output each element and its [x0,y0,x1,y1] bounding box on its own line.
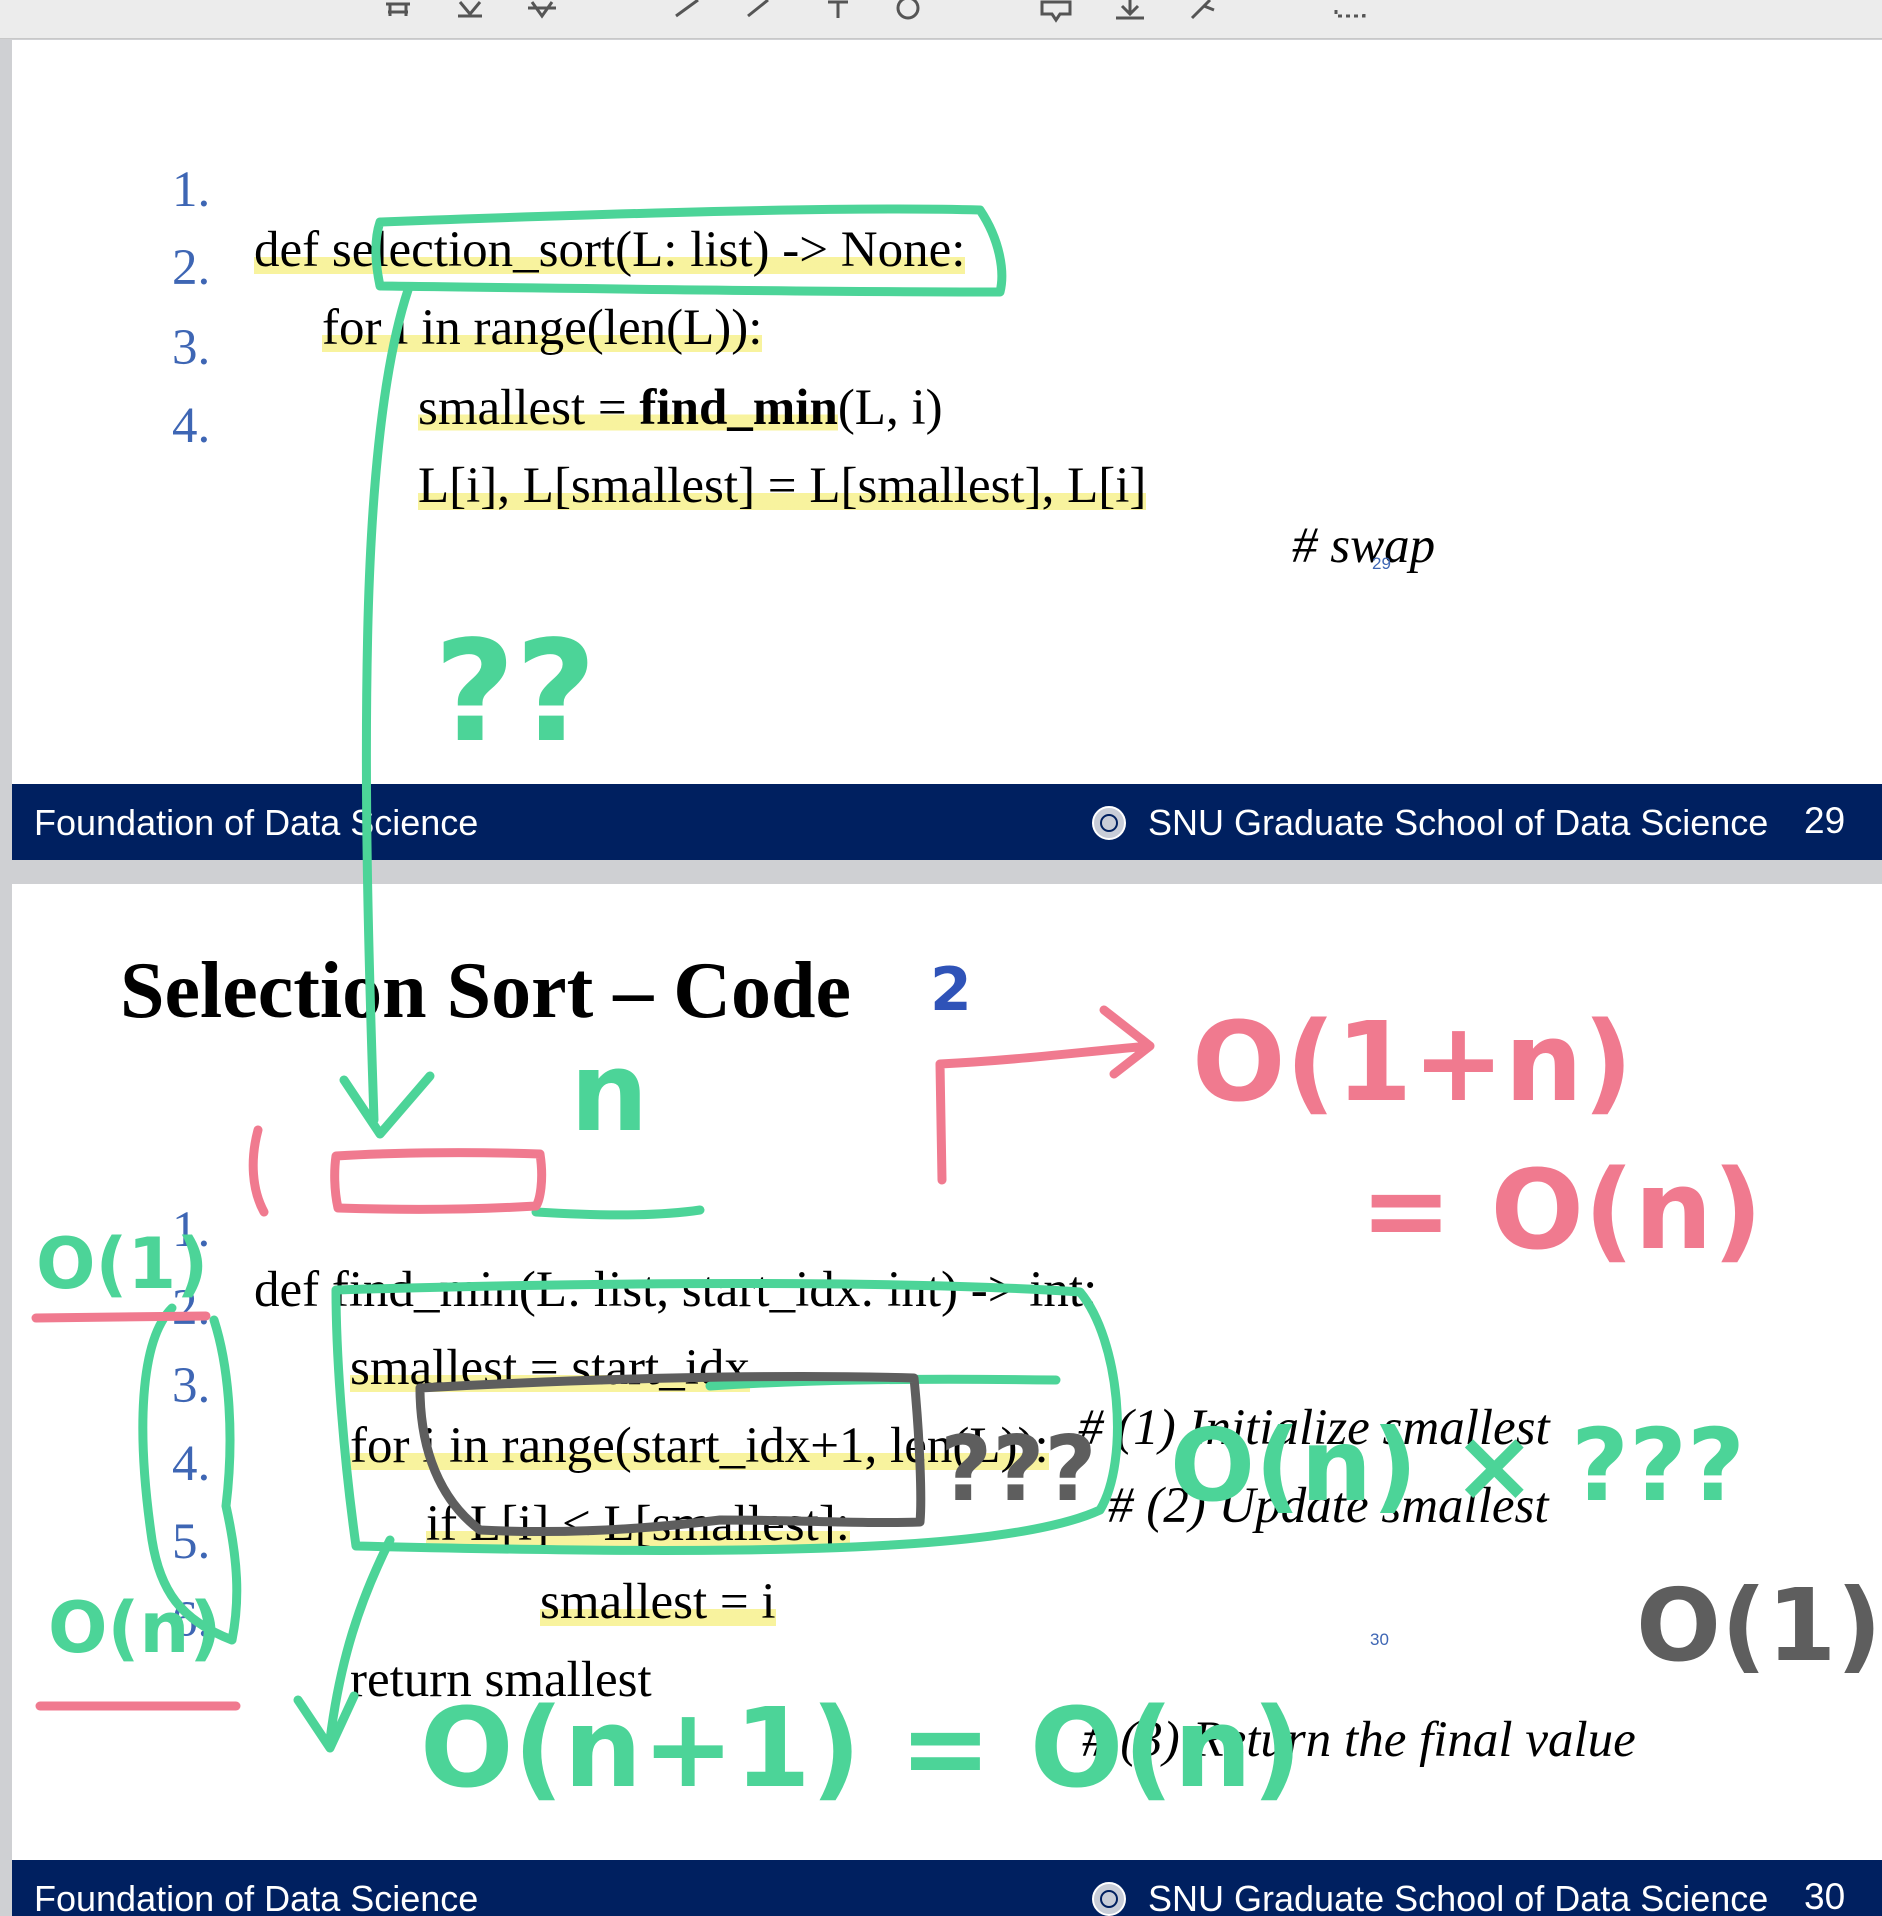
footer-page-number: 29 [1804,800,1846,841]
signature-icon[interactable] [1184,0,1224,34]
stamp-icon[interactable] [1110,0,1150,34]
code-comment: # (1) Initialize smallest [1078,1400,1550,1456]
code-find-min: find_min [639,380,838,436]
code-text: def find_min(L: list, start_idx: int) ->… [254,1262,1098,1318]
code-line-5: 5. smallest = i [12,1452,776,1632]
line-number: 1. [172,1202,211,1258]
underline-icon[interactable] [450,0,490,34]
line-number: 3. [172,320,211,376]
code-comment: # swap [1292,518,1436,574]
code-line-2: 2. smallest = start_idx # (1) Initialize… [12,1218,1550,1456]
footer: Foundation of Data Science SNU Graduate … [12,784,1882,860]
slide-29: 1. def selection_sort(L: list) -> None: … [12,40,1882,860]
code-text: if L[i] < L[smallest]: [426,1494,850,1554]
code-line-3: 3. for i in range(start_idx+1, len(L)): … [12,1296,1549,1534]
text-tool-icon[interactable] [818,0,858,34]
footer-school: SNU Graduate School of Data Science [1148,1878,1769,1916]
line-number: 4. [172,398,211,454]
small-page-number: 30 [1370,1630,1389,1649]
crop-icon[interactable] [1330,0,1370,34]
code-text: smallest = start_idx [350,1338,750,1398]
code-line-4: 4. if L[i] < L[smallest]: [12,1374,850,1554]
footer-page-number: 30 [1804,1876,1846,1916]
text-style-icon[interactable] [378,0,418,34]
footer-school: SNU Graduate School of Data Science [1148,802,1769,843]
code-text: for i in range(len(L)): [322,298,763,358]
code-text: for i in range(start_idx+1, len(L)): [350,1416,1049,1476]
slide-30: Selection Sort – Code 1. def find_min(L:… [12,884,1882,1916]
line-number: 6. [172,1592,211,1648]
annotation-toolbar [0,0,1882,39]
code-text: def selection_sort(L: list) -> None: [254,220,966,280]
code-line-2: 2. for i in range(len(L)): [12,178,763,358]
line-number: 2. [172,240,211,296]
code-text: smallest = find_min(L, i) [418,378,943,438]
footer: Foundation of Data Science SNU Graduate … [12,1860,1882,1916]
code-line-3: 3. smallest = find_min(L, i) [12,258,943,436]
code-line-1: 1. def selection_sort(L: list) -> None: [12,100,966,280]
note-icon[interactable] [1036,0,1076,34]
code-comment: # (2) Update smallest [1108,1478,1549,1534]
snu-seal-icon [1092,1882,1126,1916]
code-text: L[i], L[smallest] = L[smallest], L[i] [418,456,1147,516]
code-post: (L, i) [837,380,943,436]
strikethrough-icon[interactable] [522,0,562,34]
code-pre: smallest = [418,380,640,436]
line-number: 3. [172,1358,211,1414]
highlighter-icon[interactable] [742,0,782,34]
line-number: 4. [172,1436,211,1492]
snu-seal-icon [1092,806,1126,840]
small-page-number: 29 [1372,554,1391,573]
footer-course: Foundation of Data Science [34,802,479,843]
shape-icon[interactable] [890,0,930,34]
code-line-4: 4. L[i], L[smallest] = L[smallest], L[i]… [12,336,1435,574]
code-text: return smallest [350,1652,652,1708]
line-number: 2. [172,1280,211,1336]
line-number: 1. [172,162,211,218]
line-number: 5. [172,1514,211,1570]
code-comment: # (3) Return the final value [1082,1712,1636,1768]
code-line-6: 6. return smallest # (3) Return the fina… [12,1530,1636,1768]
footer-course: Foundation of Data Science [34,1878,479,1916]
code-text: smallest = i [540,1572,776,1632]
pen-icon[interactable] [670,0,710,34]
code-line-1: 1. def find_min(L: list, start_idx: int)… [12,1140,1097,1318]
slide-title: Selection Sort – Code [120,947,852,1035]
